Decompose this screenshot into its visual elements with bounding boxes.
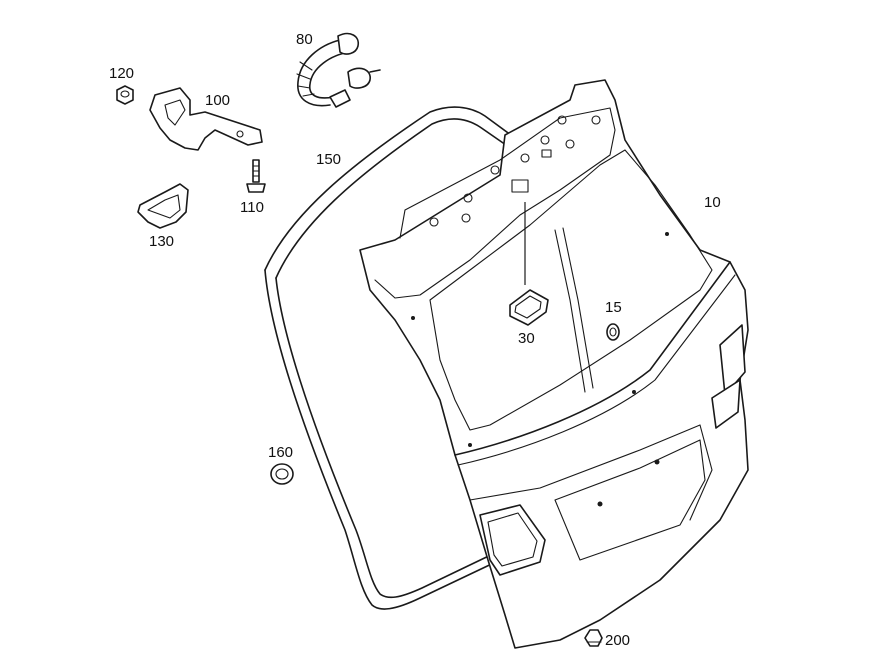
- tailgate-body-10[interactable]: [359, 79, 749, 649]
- cover-bracket-130[interactable]: [137, 183, 189, 229]
- plug-160[interactable]: [270, 463, 294, 485]
- callout-150: 150: [316, 151, 342, 168]
- callout-80: 80: [296, 31, 313, 48]
- hinge-100[interactable]: [149, 87, 263, 151]
- callout-30: 30: [518, 330, 535, 347]
- nut-120[interactable]: [116, 85, 134, 105]
- bolt-110[interactable]: [246, 159, 266, 193]
- callout-120: 120: [109, 65, 135, 82]
- callout-10: 10: [704, 194, 721, 211]
- nut-200[interactable]: [584, 629, 603, 647]
- callout-130: 130: [149, 233, 175, 250]
- cable-conduit-80[interactable]: [296, 32, 381, 108]
- weatherstrip-seal-150[interactable]: [264, 106, 516, 610]
- callout-110: 110: [240, 199, 264, 216]
- callout-15: 15: [605, 299, 622, 316]
- bracket-30[interactable]: [509, 202, 549, 326]
- callout-160: 160: [268, 444, 294, 461]
- grommet-15[interactable]: [606, 323, 620, 341]
- callout-200: 200: [605, 632, 631, 649]
- callout-100: 100: [205, 92, 231, 109]
